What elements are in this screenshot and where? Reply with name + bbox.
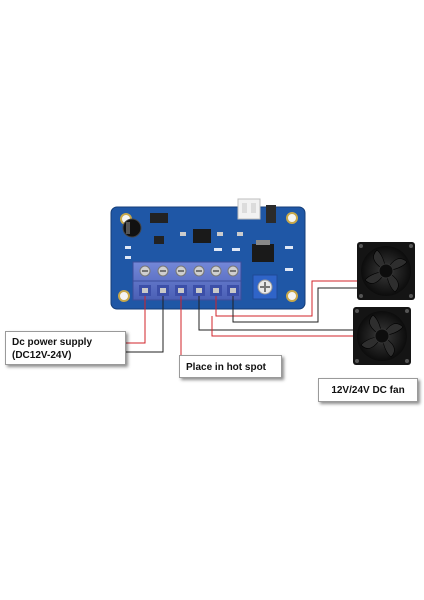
fan2-wire-red (211, 316, 358, 337)
fan-icon (353, 307, 411, 365)
wires (126, 280, 358, 355)
potentiometer-icon (252, 274, 278, 300)
fan1-wire-red (215, 280, 358, 317)
terminal-block (132, 261, 242, 301)
power-supply-label: Dc power supply (DC12V-24V) (5, 331, 126, 365)
fan1-wire-black (232, 287, 358, 323)
fan-label-text: 12V/24V DC fan (331, 385, 405, 396)
power-supply-label-line1: Dc power supply (12, 337, 93, 348)
fan-icon (357, 242, 415, 300)
hot-spot-label-text: Place in hot spot (186, 362, 267, 373)
power-supply-label-line2: (DC12V-24V) (12, 350, 72, 361)
fan-label: 12V/24V DC fan (318, 378, 418, 402)
power-wire-red (126, 296, 146, 344)
sensor-wire-black (198, 296, 358, 331)
hot-spot-label: Place in hot spot (179, 355, 282, 378)
power-wire-black (126, 296, 164, 353)
connector-icon (237, 198, 261, 220)
